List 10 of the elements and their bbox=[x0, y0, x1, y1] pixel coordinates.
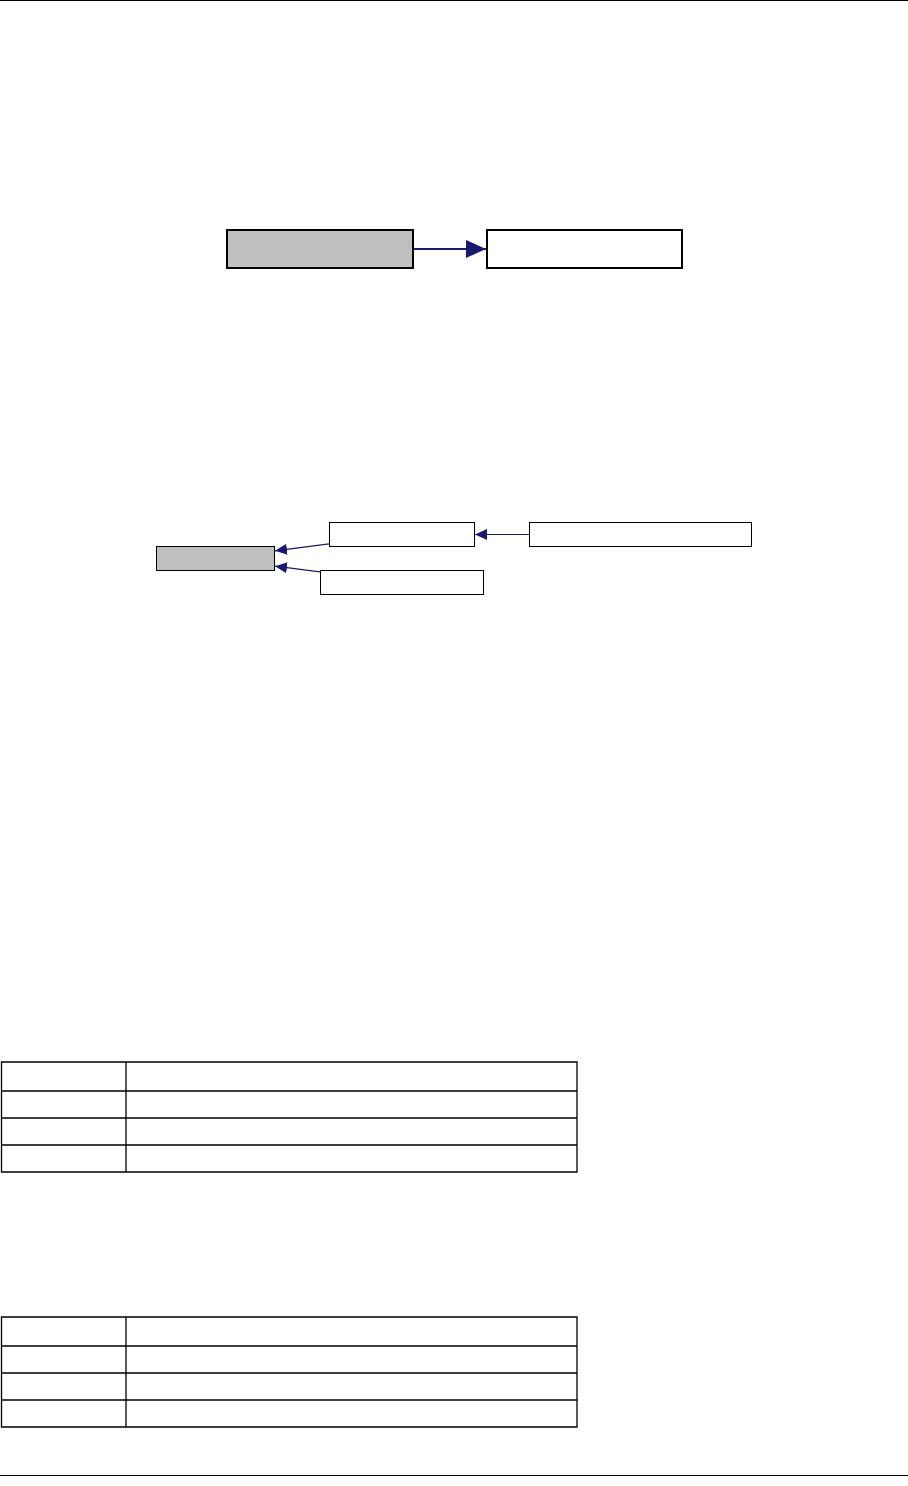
node-box bbox=[156, 546, 275, 571]
node-box bbox=[486, 229, 683, 269]
node-box bbox=[226, 229, 414, 269]
arrow bbox=[474, 529, 530, 540]
arrow bbox=[413, 240, 487, 258]
node-box bbox=[320, 570, 484, 595]
node-box bbox=[329, 522, 475, 547]
node-box bbox=[529, 522, 752, 547]
arrow bbox=[274, 543, 330, 555]
arrow bbox=[274, 562, 321, 574]
